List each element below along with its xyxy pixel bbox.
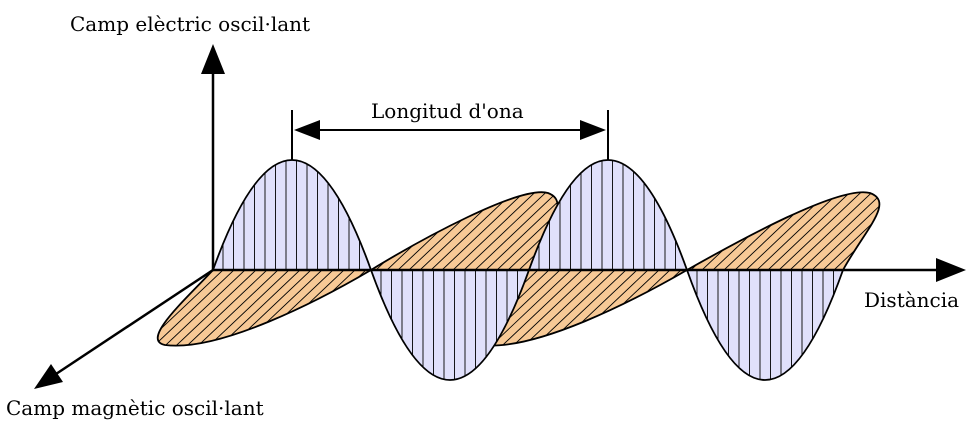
magnetic-hatch-line	[687, 192, 875, 270]
wavelength-marker	[291, 110, 609, 160]
magnetic-hatch-line	[716, 192, 880, 270]
axes	[34, 44, 966, 389]
magnetic-field-label: Camp magnètic oscil·lant	[6, 396, 264, 420]
wavelength-arrow-right	[580, 120, 606, 140]
magnetic-hatch-line	[157, 270, 176, 346]
magnetic-hatch-line	[508, 270, 687, 346]
magnetic-hatch-line	[687, 192, 853, 270]
electric-lobe-4-outline	[686, 269, 844, 381]
magnetic-lobe-4	[687, 192, 880, 270]
magnetic-hatch-line	[0, 180, 120, 360]
magnetic-hatch-line	[157, 270, 165, 346]
wavelength-label: Longitud d'ona	[371, 99, 524, 123]
electric-lobe-2-outline	[370, 269, 530, 381]
magnetic-hatch-line	[371, 192, 549, 270]
magnetic-hatch-line	[0, 180, 153, 360]
magnetic-hatch-line	[193, 270, 371, 346]
magnetic-lobe-4-outline	[686, 191, 881, 271]
magnetic-hatch-line	[390, 192, 558, 270]
magnetic-hatch-line	[687, 192, 842, 270]
magnetic-hatch-line	[371, 192, 538, 270]
depth-axis-arrowhead	[34, 364, 63, 389]
magnetic-hatch-line	[694, 192, 880, 270]
magnetic-hatch-line	[0, 180, 142, 360]
magnetic-lobe-1-outline	[157, 269, 372, 347]
magnetic-hatch-line	[371, 192, 527, 270]
magnetic-lobe-1	[157, 270, 371, 346]
magnetic-hatch-line	[171, 270, 363, 346]
vertical-axis-arrowhead	[201, 44, 225, 74]
magnetic-hatch-line	[0, 180, 131, 360]
magnetic-hatch-line	[371, 192, 558, 270]
magnetic-hatch-line	[379, 192, 558, 270]
magnetic-hatch-line	[486, 270, 678, 346]
magnetic-lobe-3	[472, 270, 687, 346]
magnetic-lobe-2	[371, 192, 558, 270]
wavelength-arrow-left	[294, 120, 320, 140]
magnetic-hatch-line	[182, 270, 371, 346]
magnetic-hatch-line	[497, 270, 687, 346]
electric-field-label: Camp elèctric oscil·lant	[70, 12, 311, 36]
magnetic-hatch-line	[687, 192, 864, 270]
magnetic-hatch-line	[519, 270, 687, 346]
horizontal-axis-arrowhead	[936, 258, 966, 282]
magnetic-hatch-line	[157, 270, 330, 346]
magnetic-hatch-line	[475, 270, 667, 346]
depth-axis	[55, 268, 214, 376]
magnetic-hatch-line	[160, 270, 352, 346]
distance-label: Distància	[864, 288, 960, 312]
magnetic-hatch-line	[157, 270, 341, 346]
electric-wave	[212, 159, 844, 381]
magnetic-hatch-line	[705, 192, 880, 270]
magnetic-hatch-line	[204, 270, 371, 346]
